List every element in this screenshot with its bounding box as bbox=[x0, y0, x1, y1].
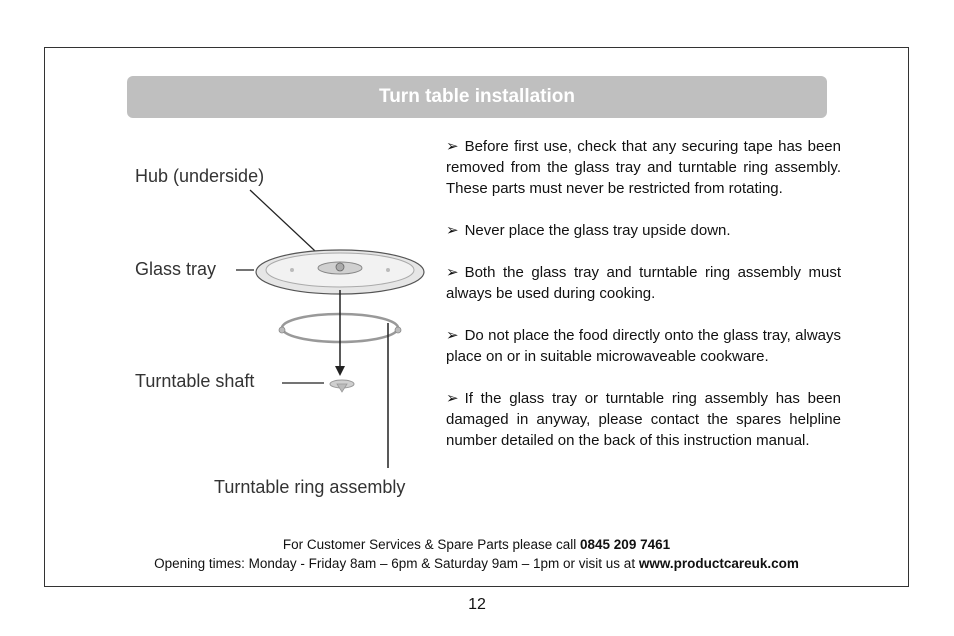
footer-line-1: For Customer Services & Spare Parts plea… bbox=[282, 537, 671, 552]
website-link[interactable]: www.productcareuk.com bbox=[638, 556, 799, 571]
instruction-item: ➢Both the glass tray and turntable ring … bbox=[446, 264, 841, 302]
glass-tray-label: Glass tray bbox=[135, 259, 217, 279]
page-frame bbox=[44, 47, 909, 587]
page-number: 12 bbox=[468, 596, 486, 613]
instruction-item: ➢Do not place the food directly onto the… bbox=[446, 327, 841, 365]
arrow-bullet-icon: ➢ bbox=[446, 222, 459, 239]
turntable-illustration bbox=[236, 189, 425, 468]
ring-label: Turntable ring assembly bbox=[214, 477, 406, 497]
customer-service-footer: For Customer Services & Spare Parts plea… bbox=[44, 535, 909, 573]
turntable-diagram: Hub (underside) Glass tray Turntable sha… bbox=[120, 140, 440, 520]
section-title: Turn table installation bbox=[127, 76, 827, 118]
instruction-item: ➢If the glass tray or turntable ring ass… bbox=[446, 390, 841, 449]
instruction-item: ➢Never place the glass tray upside down. bbox=[446, 222, 731, 239]
instruction-item: ➢Before first use, check that any securi… bbox=[446, 138, 841, 197]
hub-label: Hub (underside) bbox=[135, 166, 265, 186]
arrow-bullet-icon: ➢ bbox=[446, 390, 459, 407]
shaft-label: Turntable shaft bbox=[135, 371, 255, 391]
arrow-bullet-icon: ➢ bbox=[446, 264, 459, 281]
arrow-bullet-icon: ➢ bbox=[446, 327, 459, 344]
instructions-list: ➢Before first use, check that any securi… bbox=[446, 136, 841, 472]
footer-line-2: Opening times: Monday - Friday 8am – 6pm… bbox=[154, 556, 799, 571]
shaft-arrow-head bbox=[335, 366, 345, 376]
phone-number: 0845 209 7461 bbox=[580, 537, 671, 552]
arrow-bullet-icon: ➢ bbox=[446, 138, 459, 155]
hub-center bbox=[335, 262, 345, 272]
